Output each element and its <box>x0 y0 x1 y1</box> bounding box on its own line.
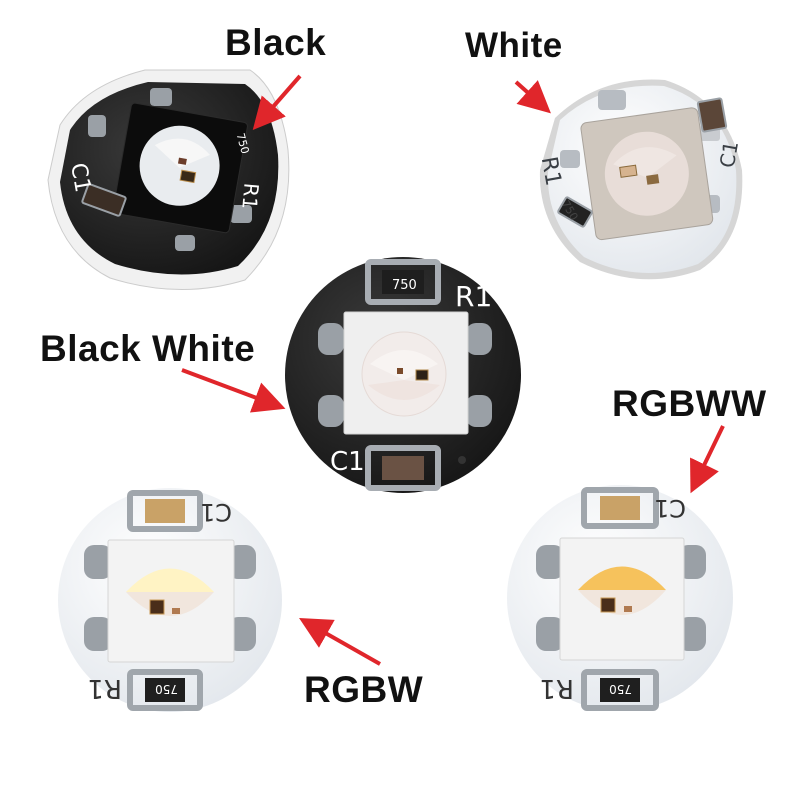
board-rgbww-resistor-value: 750 <box>609 682 632 696</box>
board-rgbw: C1 750 R1 <box>58 488 282 712</box>
arrow-white <box>514 80 551 114</box>
board-black-c1-marking: C1 <box>65 161 95 194</box>
board-rgbww-r1-marking: R1 <box>539 673 574 703</box>
board-bw-resistor-value: 750 <box>392 278 417 293</box>
label-black-white: Black White <box>40 328 256 369</box>
board-rgbw-c1-marking: C1 <box>200 498 232 526</box>
board-white: 750 R1 C1 <box>536 79 743 280</box>
arrow-black-white <box>181 368 286 413</box>
board-bw-r1-marking: R1 <box>455 280 492 313</box>
board-rgbww-c1-marking: C1 <box>654 494 686 522</box>
label-black: Black <box>225 22 327 63</box>
label-rgbw: RGBW <box>304 669 424 710</box>
board-black-resistor-value: 750 <box>234 132 252 156</box>
arrow-rgbw <box>299 618 381 666</box>
board-black-white: 750 R1 C1 <box>285 257 521 493</box>
label-rgbww: RGBWW <box>612 383 767 424</box>
board-rgbw-r1-marking: R1 <box>87 673 122 703</box>
board-rgbww: C1 750 R1 <box>507 485 733 711</box>
label-white: White <box>465 26 563 65</box>
arrow-black <box>252 74 302 131</box>
board-rgbw-resistor-value: 750 <box>155 682 178 696</box>
board-white-c1-marking: C1 <box>715 139 743 169</box>
board-black: C1 R1 750 <box>47 69 290 290</box>
board-white-r1-marking: R1 <box>536 155 566 188</box>
board-black-r1-marking: R1 <box>237 182 263 211</box>
arrow-rgbww <box>690 425 725 494</box>
board-bw-c1-marking: C1 <box>330 447 365 477</box>
